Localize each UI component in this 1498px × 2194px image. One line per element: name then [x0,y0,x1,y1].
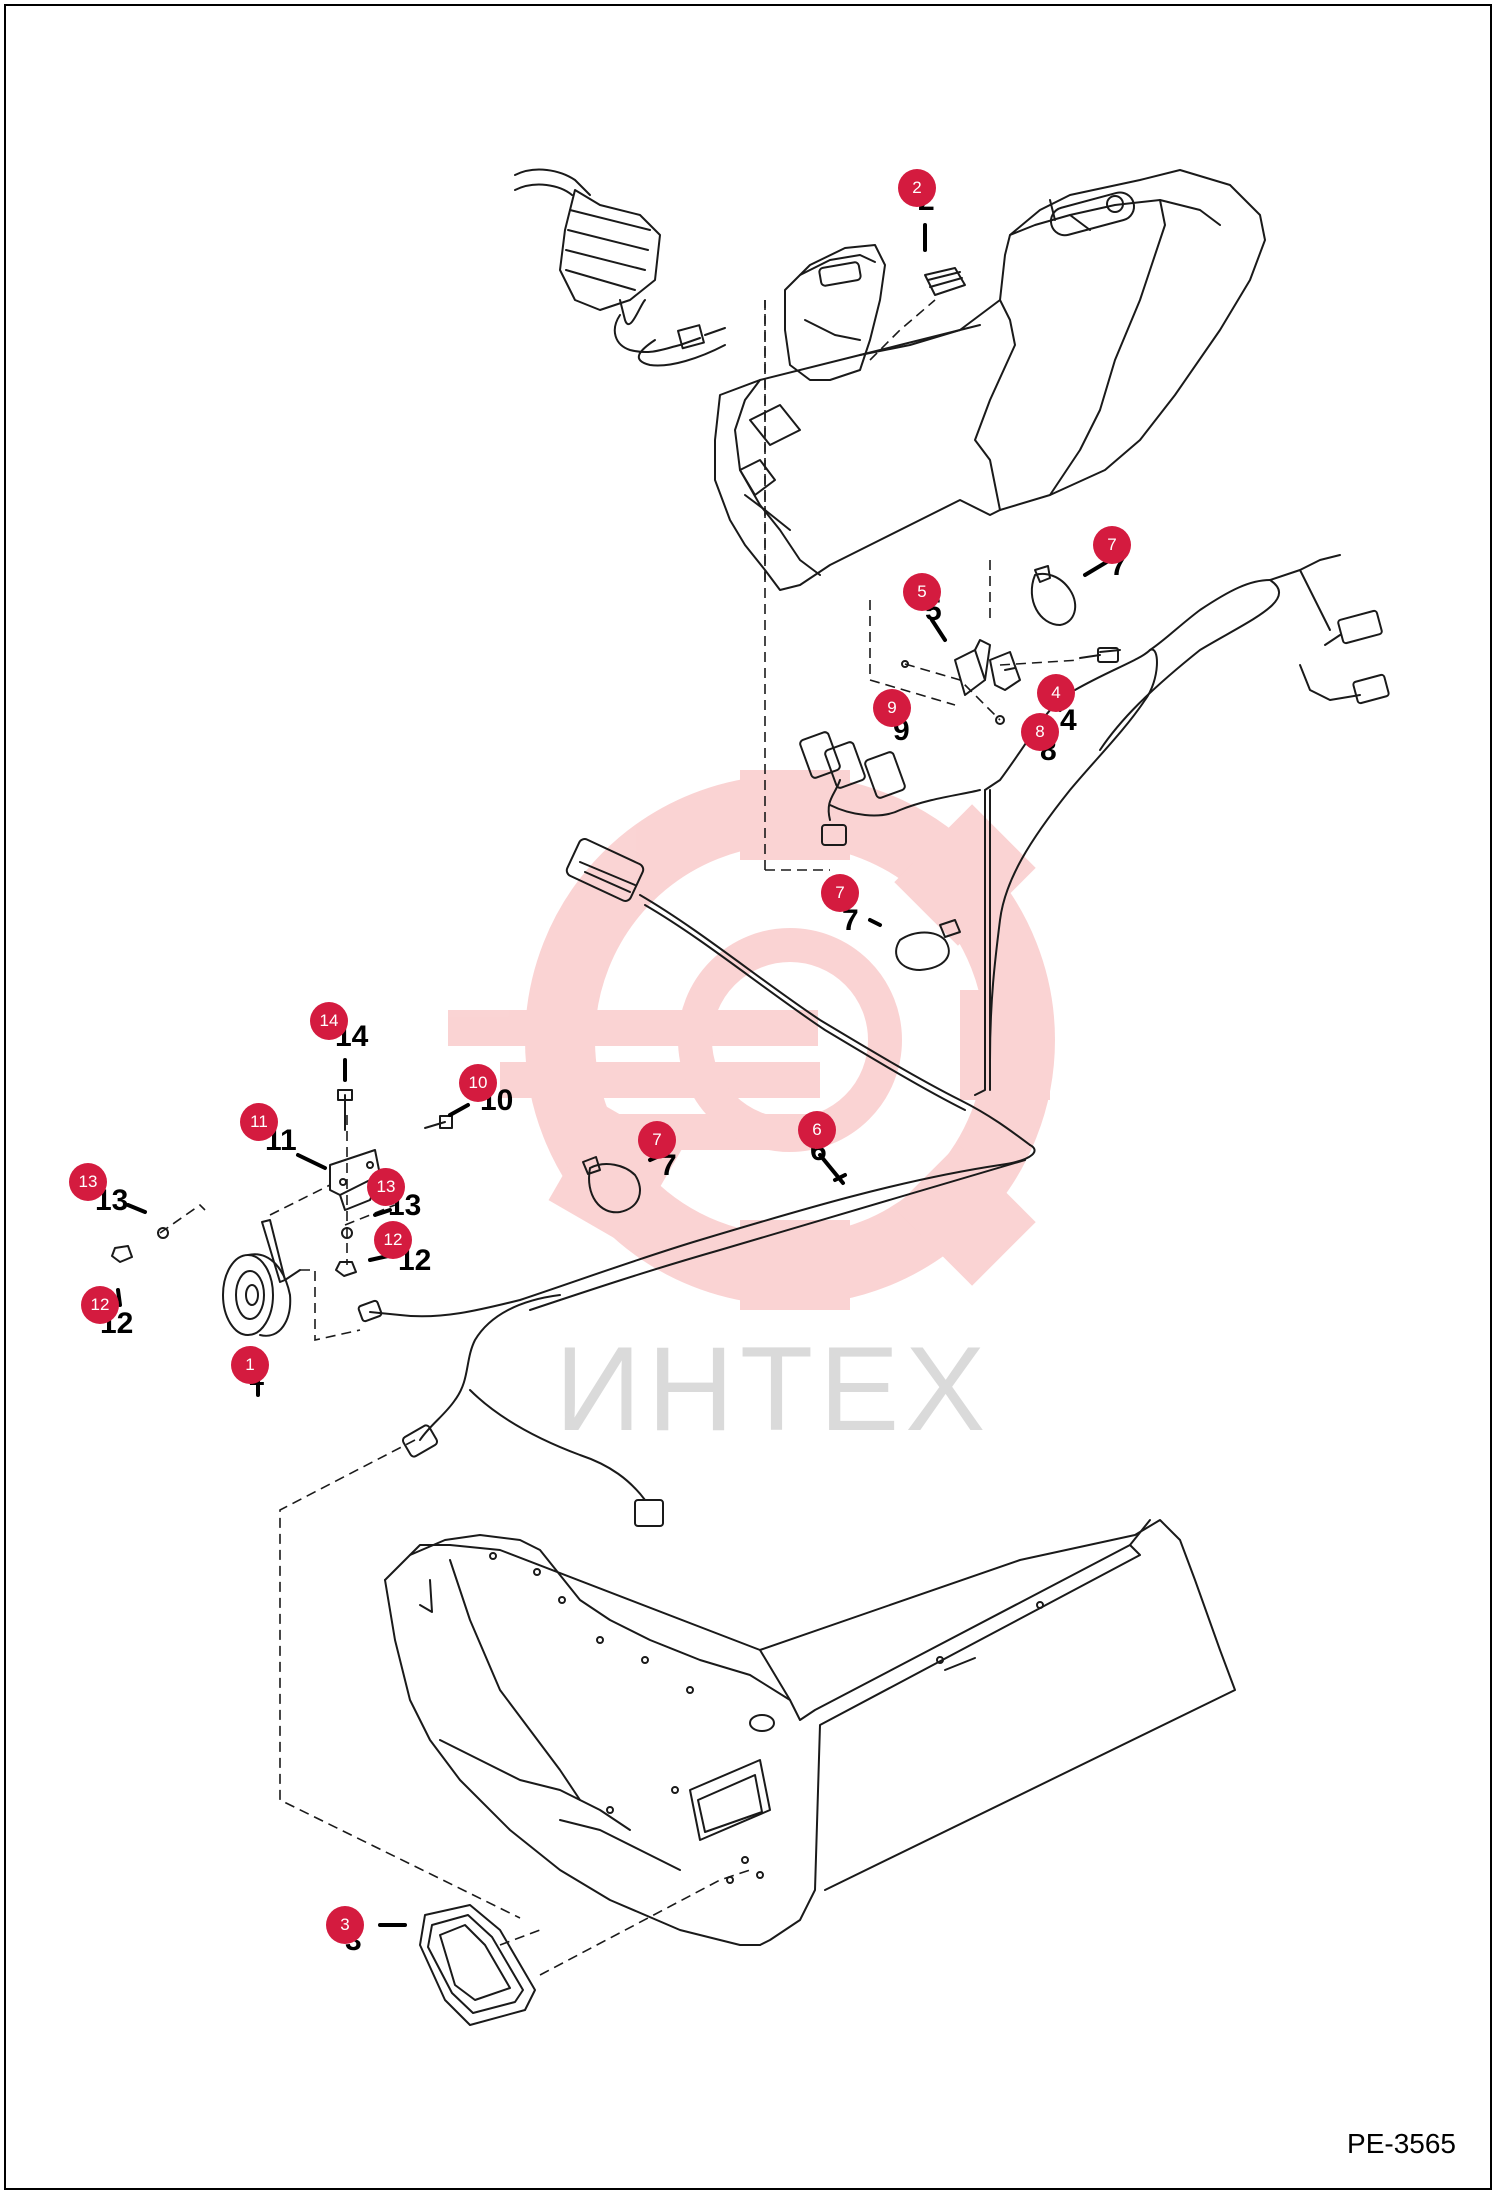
callout-grommet: 3 [326,1906,364,1944]
callout-bolt: 10 [459,1064,497,1102]
svg-text:7: 7 [842,904,859,937]
svg-text:4: 4 [1060,704,1077,737]
assembly-guide-lines [159,299,1081,1976]
callout-nut-right: 12 [374,1221,412,1259]
callout-relay-mount: 4 [1037,674,1075,712]
cable-tie-upper-part [1030,565,1077,626]
callout-screw: 9 [873,689,911,727]
callout-horn: 1 [231,1346,269,1384]
joystick-handle-cord [514,168,726,367]
switch-connector-part [924,267,966,296]
callout-cable-tie-upper: 7 [1093,526,1131,564]
callout-cable-tie-middle: 7 [821,874,859,912]
watermark-gear-logo [448,770,1055,1310]
callout-washer-left: 13 [69,1163,107,1201]
chassis-frame [384,1519,1236,1946]
operator-console [714,169,1266,591]
bolt-hardware [111,1089,453,1277]
cable-tie-lower-part [582,1156,641,1214]
callout-nut-left: 12 [81,1286,119,1324]
relay-assembly [901,639,1021,725]
horn-part [222,1219,301,1337]
callout-relay: 5 [903,573,941,611]
callout-washer-right: 13 [367,1168,405,1206]
grommet-part [419,1904,536,2026]
wire-harness-part [357,554,1390,1527]
callout-bolt-top: 14 [310,1002,348,1040]
callout-cable-tie-lower: 7 [638,1121,676,1159]
callout-bracket: 11 [240,1103,278,1141]
watermark-text: ИНТЕХ [555,1322,992,1456]
callout-wire-harness: 6 [798,1111,836,1149]
callout-nut: 8 [1021,713,1059,751]
document-code: PE-3565 [1347,2128,1456,2159]
callout-switch-connector: 2 [898,169,936,207]
cable-tie-middle-part [895,919,961,971]
diagram-frame [4,4,1492,2190]
